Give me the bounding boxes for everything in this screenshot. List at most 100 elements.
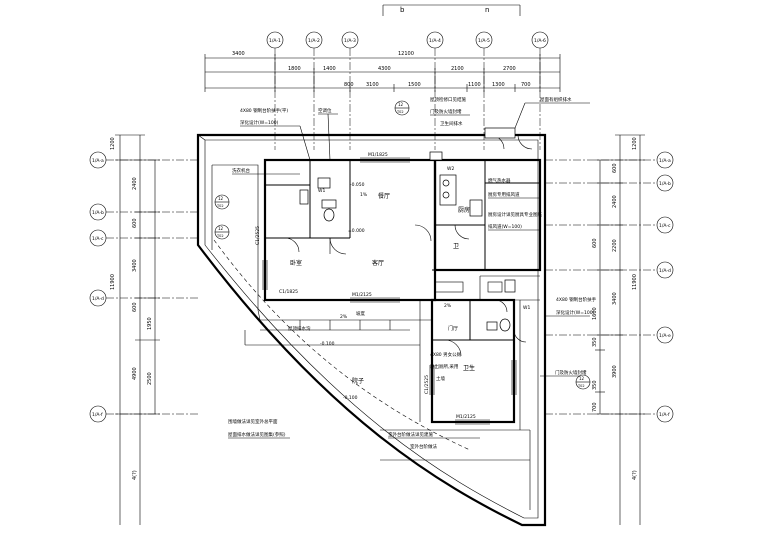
note-6: 屋面有组织排水: [540, 96, 572, 103]
note-15: 4X80 男女公厕: [430, 351, 462, 358]
axis-top-1: 1/A-1: [269, 38, 281, 44]
room-dining: 餐厅: [378, 192, 390, 200]
note-2: 深化设计(W=100): [240, 119, 279, 126]
room-labels: 卧室 客厅 餐厅 厨房 卫 卫生 门厅 院子: [290, 192, 475, 385]
section-marks: b n: [382, 4, 521, 16]
note-12: 4X80 钢制台阶扶手: [556, 296, 597, 303]
doors: [284, 134, 533, 357]
axis-top-3: 1/A-3: [344, 38, 356, 44]
top-dimensions: 3400 12100 1800 1400 4300 2100 2700 800 …: [204, 51, 561, 92]
tag-5: M1/2125: [456, 414, 476, 420]
axis-left-5: 1/A-f: [92, 412, 103, 418]
dim-left-inner-3: 3400: [132, 259, 138, 272]
dim-right-inner-3: 2200: [612, 239, 618, 252]
slope-3: 2%: [340, 314, 348, 320]
axis-left-2: 1/A-b: [92, 210, 104, 216]
callout-3-ref: T02: [216, 234, 224, 238]
note-4: 屋顶检修口见结施: [430, 96, 466, 103]
axis-bubbles-left: 1/A-a 1/A-b 1/A-c 1/A-d 1/A-f 1200 11900…: [89, 134, 200, 525]
note-20: 室外台阶做法详见建施: [388, 431, 433, 438]
dim-top-r3-6: 700: [521, 82, 531, 88]
slope-label: 坡度: [356, 310, 365, 317]
dim-right-outer-2: 11900: [632, 274, 638, 290]
dim-right-inner-5: 600: [592, 238, 598, 248]
dim-right-inner-6: 1600: [592, 307, 598, 320]
dim-right-bottom: 4(?): [632, 470, 638, 480]
note-21: 室外台阶做法: [410, 443, 437, 450]
room-bedroom: 卧室: [290, 259, 302, 267]
note-11: 洗衣机台: [232, 167, 250, 174]
small-tag-1: W1: [318, 188, 325, 194]
dim-left-inner-2: 600: [132, 218, 138, 228]
dim-right-outer-1: 1200: [632, 137, 638, 150]
section-mark-b: b: [400, 6, 405, 14]
axis-right-4: 1/A-d: [659, 268, 671, 274]
dim-right-inner-4: 3400: [612, 292, 618, 305]
tag-3: C1/2525: [255, 226, 261, 245]
dim-right-inner-10: 700: [592, 402, 598, 412]
dim-top-r1-1: 3400: [232, 51, 245, 57]
tag-6: C1/1825: [279, 289, 298, 295]
dim-top-r2-1: 1800: [288, 66, 301, 72]
dim-top-r2-5: 2700: [503, 66, 516, 72]
dim-left-bottom: 4(?): [132, 470, 138, 480]
dim-left-inner-1: 2400: [132, 177, 138, 190]
dim-top-r3-2: 3100: [366, 82, 379, 88]
dim-top-r3-1: 800: [344, 82, 354, 88]
dim-left-inner-6: 4900: [132, 367, 138, 380]
note-16: 进出厕所,采用: [430, 363, 458, 370]
dim-right-inner-7: 350: [592, 337, 598, 347]
axis-right-3: 1/A-c: [659, 223, 671, 229]
axis-left-3: 1/A-c: [92, 236, 104, 242]
axis-right-1: 1/A-a: [659, 158, 671, 164]
dim-left-inner-5: 1950: [147, 317, 153, 330]
room-living: 客厅: [372, 259, 384, 267]
callout-1-ref: T02: [396, 110, 404, 114]
callout-1-num: 12: [398, 102, 404, 107]
annotations: 4X80 钢制台阶扶手(平) 深化设计(W=100) 空调位 屋顶检修口见结施 …: [228, 96, 597, 450]
note-18: 围墙做法详见室外总平面: [228, 418, 278, 425]
section-mark-n: n: [485, 6, 489, 14]
note-22: 卫生间排水: [440, 120, 463, 127]
fixtures: [299, 127, 516, 332]
tag-1: M1/1825: [368, 152, 388, 158]
axis-bubbles-right: 1/A-a 1/A-b 1/A-c 1/A-d 1/A-e 1/A-f 1200…: [545, 134, 674, 525]
detail-callouts: 12 T02 12 T02 12 T02 12 T02: [214, 100, 591, 390]
axis-left-1: 1/A-a: [92, 158, 104, 164]
dim-right-inner-8: 3900: [612, 365, 618, 378]
note-23: 门及防火墙封堵: [555, 369, 587, 376]
room-corridor: 门厅: [448, 325, 458, 332]
axis-right-2: 1/A-b: [659, 181, 671, 187]
dim-top-r2-3: 4300: [378, 66, 391, 72]
dim-right-inner-2: 2400: [612, 195, 618, 208]
dim-top-r3-3: 1500: [408, 82, 421, 88]
dim-left-outer-1: 1200: [110, 137, 116, 150]
axis-bubbles-top: 1/A-1 1/A-2 1/A-3 1/A-4 1/A-5 1/A-6: [266, 31, 549, 150]
note-13: 深化设计(W=100): [556, 309, 595, 316]
elev-1: ±0.000: [348, 228, 365, 234]
slope-2: 1%: [360, 192, 368, 198]
room-yard: 院子: [352, 377, 364, 385]
elev-3: -0.100: [343, 395, 358, 401]
dim-top-r3-4: 1100: [468, 82, 481, 88]
note-9: 厨房设计详见厨具专业图纸: [488, 211, 542, 218]
axis-top-6: 1/A-6: [534, 38, 546, 44]
tag-4: C1/2525: [424, 375, 430, 394]
note-14: 屋顶排水沟: [288, 325, 311, 332]
axis-top-5: 1/A-5: [478, 38, 490, 44]
dim-right-inner-1: 600: [612, 163, 618, 173]
dim-top-r2-2: 1400: [323, 66, 336, 72]
terrace-lines: [211, 164, 531, 510]
axis-left-4: 1/A-d: [92, 296, 104, 302]
site-boundary: [196, 133, 547, 527]
axis-top-2: 1/A-2: [308, 38, 320, 44]
note-3: 空调位: [318, 107, 332, 114]
dim-left-outer-2: 11900: [110, 274, 116, 290]
dim-top-r1-2: 12100: [398, 51, 414, 57]
note-17: 土墙: [436, 375, 445, 382]
note-5: 门及防火墙封堵: [430, 108, 462, 115]
callout-4-ref: T02: [577, 384, 585, 388]
opening-tags: M1/1825 M1/2125 C1/2525 C1/2525 M1/2125 …: [255, 152, 530, 420]
axis-top-4: 1/A-4: [429, 38, 441, 44]
